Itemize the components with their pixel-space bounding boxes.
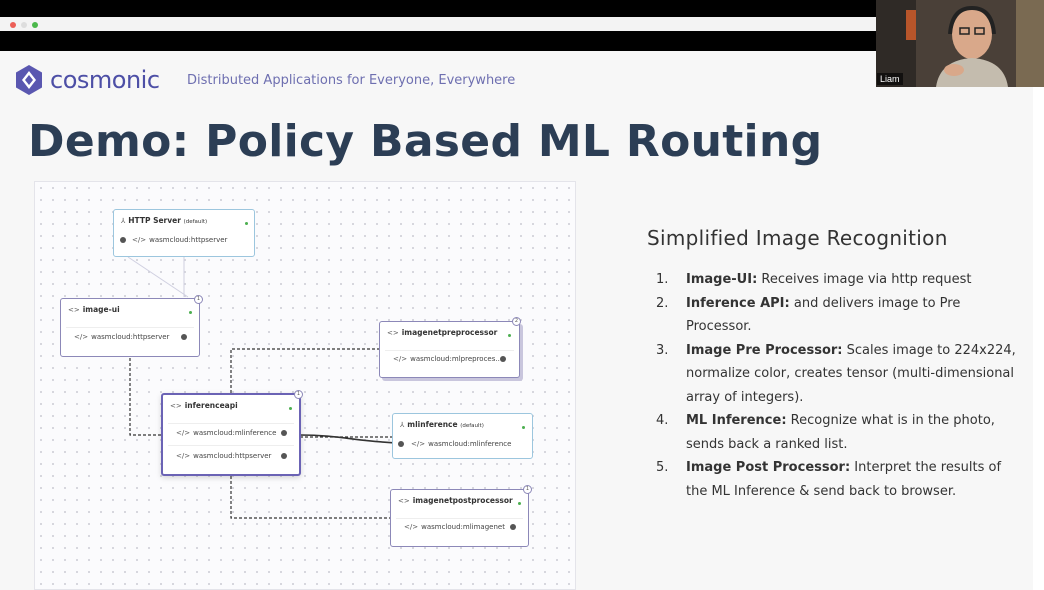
code-icon: </> — [393, 355, 408, 363]
node-title: imagenetpostprocessor — [412, 496, 513, 505]
node-imagenetpostprocessor[interactable]: <>imagenetpostprocessor </>wasmcloud:mli… — [390, 485, 532, 547]
step-heading: Inference API: — [686, 295, 790, 311]
code-icon: <> — [68, 306, 80, 314]
port-label: wasmcloud:mlinference — [428, 440, 512, 448]
status-dot — [508, 334, 511, 337]
connection-line — [299, 434, 402, 444]
step-text: Recognize what is in the photo, sends ba… — [686, 413, 995, 452]
port-label: wasmcloud:httpserver — [149, 236, 228, 244]
step-text: Receives image via http request — [757, 272, 972, 287]
list-item: 2. Inference API: and delivers image to P… — [656, 292, 1016, 339]
code-icon: </> — [176, 429, 191, 437]
port-dot[interactable] — [510, 524, 516, 530]
connection-line — [230, 348, 379, 393]
node-title: mlinference — [407, 420, 458, 429]
node-imagenetpreprocessor[interactable]: <>imagenetpreprocessor </>wasmcloud:mlpr… — [379, 317, 521, 378]
port-label: wasmcloud:httpserver — [193, 452, 272, 460]
step-heading: Image Post Processor: — [686, 460, 851, 475]
participant-name-label: Liam — [877, 73, 903, 85]
code-icon: </> — [176, 452, 191, 460]
status-dot — [189, 311, 192, 314]
step-heading: Image-UI: — [686, 272, 758, 287]
port-dot[interactable] — [281, 453, 287, 459]
port-label: wasmcloud:mlimagenet — [421, 523, 505, 531]
cosmonic-logo-icon — [16, 65, 42, 95]
provider-icon: ⅄ — [400, 421, 405, 429]
window-maximize-button[interactable] — [32, 22, 38, 28]
steps-list: 1. Image-UI: Receives image via http requ… — [656, 268, 1016, 503]
status-dot — [522, 426, 525, 429]
browser-tab-strip — [0, 17, 876, 31]
port-label: wasmcloud:mlinference — [193, 429, 277, 437]
window-close-button[interactable] — [10, 22, 16, 28]
instance-count-badge: 1 — [194, 295, 203, 304]
toolbar-band — [0, 31, 876, 51]
status-dot — [289, 407, 292, 410]
port-dot[interactable] — [398, 441, 404, 447]
port-dot[interactable] — [181, 334, 187, 340]
instance-count-badge: 1 — [523, 485, 532, 494]
connection-line — [127, 256, 189, 298]
status-dot — [518, 502, 521, 505]
node-mlinference[interactable]: ⅄mlinference (default) </>wasmcloud:mlin… — [392, 413, 533, 459]
step-number: 1. — [656, 272, 669, 287]
code-icon: <> — [398, 497, 410, 505]
window-minimize-button[interactable] — [21, 22, 27, 28]
code-icon: <> — [387, 329, 399, 337]
step-text: and delivers image to Pre Processor. — [686, 295, 961, 335]
code-icon: </> — [404, 523, 419, 531]
step-number: 5. — [656, 460, 669, 475]
port-dot[interactable] — [120, 237, 126, 243]
top-black-bar — [0, 0, 1044, 17]
code-icon: </> — [132, 236, 147, 244]
slide-title: Demo: Policy Based ML Routing — [28, 116, 823, 167]
node-title: image-ui — [82, 305, 120, 314]
list-item: 1. Image-UI: Receives image via http requ… — [656, 268, 1016, 292]
instance-count-badge: 1 — [294, 390, 303, 399]
connection-line — [230, 476, 390, 519]
port-label: wasmcloud:httpserver — [91, 333, 170, 341]
brand-name: cosmonic — [50, 66, 160, 94]
provider-icon: ⅄ — [121, 217, 126, 225]
step-heading: ML Inference: — [686, 413, 787, 428]
node-http-server[interactable]: ⅄HTTP Server (default) </>wasmcloud:http… — [113, 209, 255, 257]
code-icon: <> — [170, 402, 182, 410]
right-edge — [1033, 87, 1044, 590]
connection-line — [129, 358, 162, 436]
panel-title: Simplified Image Recognition — [647, 226, 948, 250]
instance-count-badge: 2 — [512, 317, 521, 326]
list-item: 3. Image Pre Processor: Scales image to 2… — [656, 339, 1016, 410]
step-text: Scales image to 224x224, normalize color… — [686, 342, 1016, 405]
step-text: Interpret the results of the ML Inferenc… — [686, 460, 1002, 499]
code-icon: </> — [411, 440, 426, 448]
list-item: 4. ML Inference: Recognize what is in the… — [656, 409, 1016, 456]
node-subtitle: (default) — [460, 423, 484, 429]
node-image-ui[interactable]: <>image-ui </>wasmcloud:httpserver 1 — [60, 295, 203, 357]
node-subtitle: (default) — [183, 219, 208, 225]
step-number: 4. — [656, 413, 669, 428]
tagline: Distributed Applications for Everyone, E… — [187, 73, 516, 88]
status-dot — [245, 222, 248, 225]
port-dot[interactable] — [500, 356, 506, 362]
step-heading: Image Pre Processor: — [686, 342, 843, 358]
step-number: 2. — [656, 295, 669, 311]
port-dot[interactable] — [281, 430, 287, 436]
node-title: imagenetpreprocessor — [401, 328, 498, 337]
code-icon: </> — [74, 333, 89, 341]
list-item: 5. Image Post Processor: Interpret the re… — [656, 456, 1016, 503]
port-label: wasmcloud:mlpreproces... — [410, 355, 503, 363]
node-title: HTTP Server — [128, 216, 181, 225]
step-number: 3. — [656, 342, 669, 358]
node-title: inferenceapi — [184, 401, 238, 410]
webcam-video — [876, 0, 1044, 87]
node-inferenceapi[interactable]: <>inferenceapi </>wasmcloud:mlinference … — [161, 390, 303, 476]
